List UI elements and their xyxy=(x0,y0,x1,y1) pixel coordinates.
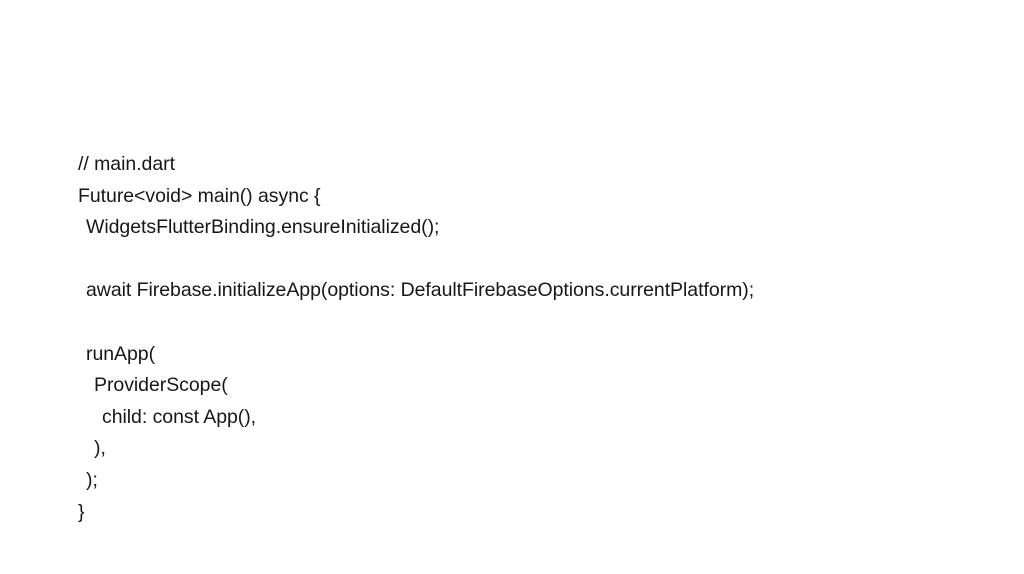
code-line-blank xyxy=(78,244,958,276)
code-line-blank xyxy=(78,307,958,339)
code-line: Future<void> main() async { xyxy=(78,184,321,207)
code-line: // main.dart xyxy=(78,153,175,175)
code-line: ); xyxy=(86,468,98,491)
code-line: ), xyxy=(94,437,106,460)
code-line: child: const App(), xyxy=(102,405,257,428)
code-line: runApp( xyxy=(86,342,156,365)
code-line: } xyxy=(78,500,85,523)
code-line: ProviderScope( xyxy=(94,374,228,397)
code-line: await Firebase.initializeApp(options: De… xyxy=(86,279,755,302)
code-line: WidgetsFlutterBinding.ensureInitialized(… xyxy=(86,216,440,239)
